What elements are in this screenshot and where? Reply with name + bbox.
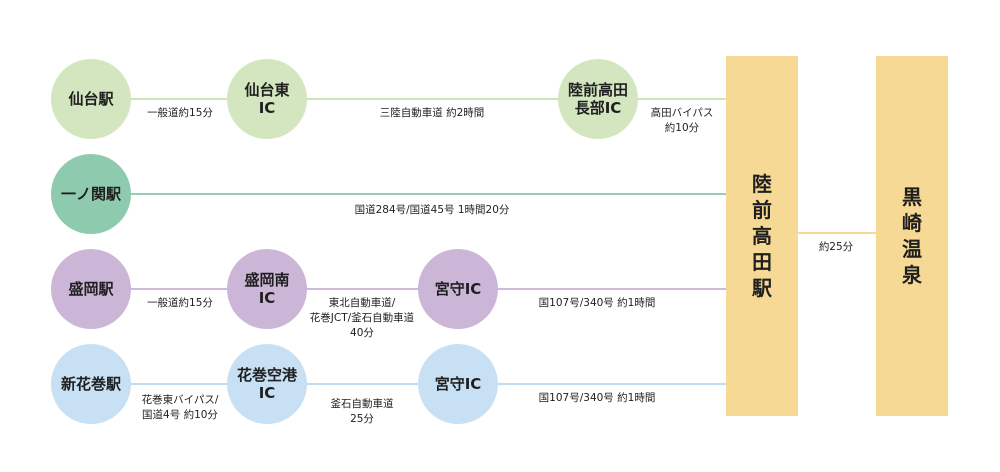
- route2-line: [130, 193, 728, 195]
- kurosaki-onsen-label: 黒 崎 温 泉: [902, 185, 922, 287]
- route1-line: [130, 98, 728, 100]
- route3-segment3-label: 国107号/340号 約1時間: [538, 297, 656, 309]
- route4-segment2-label: 釜石自動車道 25分: [330, 398, 394, 425]
- miyamori-ic-node-route3[interactable]: 宮守IC: [418, 249, 498, 329]
- route4-segment1-label: 花巻東バイパス/ 国道4号 約10分: [141, 394, 219, 421]
- hub-to-destination-label: 約25分: [818, 241, 854, 253]
- route1-segment2-label: 三陸自動車道 約2時間: [379, 107, 485, 119]
- morioka-minami-ic-node[interactable]: 盛岡南 IC: [227, 249, 307, 329]
- hanamaki-airport-ic-node[interactable]: 花巻空港 IC: [227, 344, 307, 424]
- route1-segment1-label: 一般道約15分: [147, 107, 213, 119]
- route2-segment1-label: 国道284号/国道45号 1時間20分: [354, 204, 510, 216]
- rikuzentakata-station-label: 陸 前 高 田 駅: [752, 172, 772, 300]
- route1-segment3-label: 高田バイパス 約10分: [650, 107, 714, 134]
- sendai-higashi-ic-node[interactable]: 仙台東 IC: [227, 59, 307, 139]
- hub-to-destination-line: [796, 232, 878, 234]
- morioka-station-node[interactable]: 盛岡駅: [51, 249, 131, 329]
- route3-segment2-label: 東北自動車道/ 花巻JCT/釜石自動車道 40分: [309, 297, 415, 339]
- shin-hanamaki-station-node[interactable]: 新花巻駅: [51, 344, 131, 424]
- rikuzentakata-osabe-ic-node[interactable]: 陸前高田 長部IC: [558, 59, 638, 139]
- miyamori-ic-node-route4[interactable]: 宮守IC: [418, 344, 498, 424]
- sendai-station-node[interactable]: 仙台駅: [51, 59, 131, 139]
- route4-segment3-label: 国107号/340号 約1時間: [538, 392, 656, 404]
- route3-segment1-label: 一般道約15分: [147, 297, 213, 309]
- rikuzentakata-station-bar[interactable]: 陸 前 高 田 駅: [726, 56, 798, 416]
- kurosaki-onsen-bar[interactable]: 黒 崎 温 泉: [876, 56, 948, 416]
- ichinoseki-station-node[interactable]: 一ノ関駅: [51, 154, 131, 234]
